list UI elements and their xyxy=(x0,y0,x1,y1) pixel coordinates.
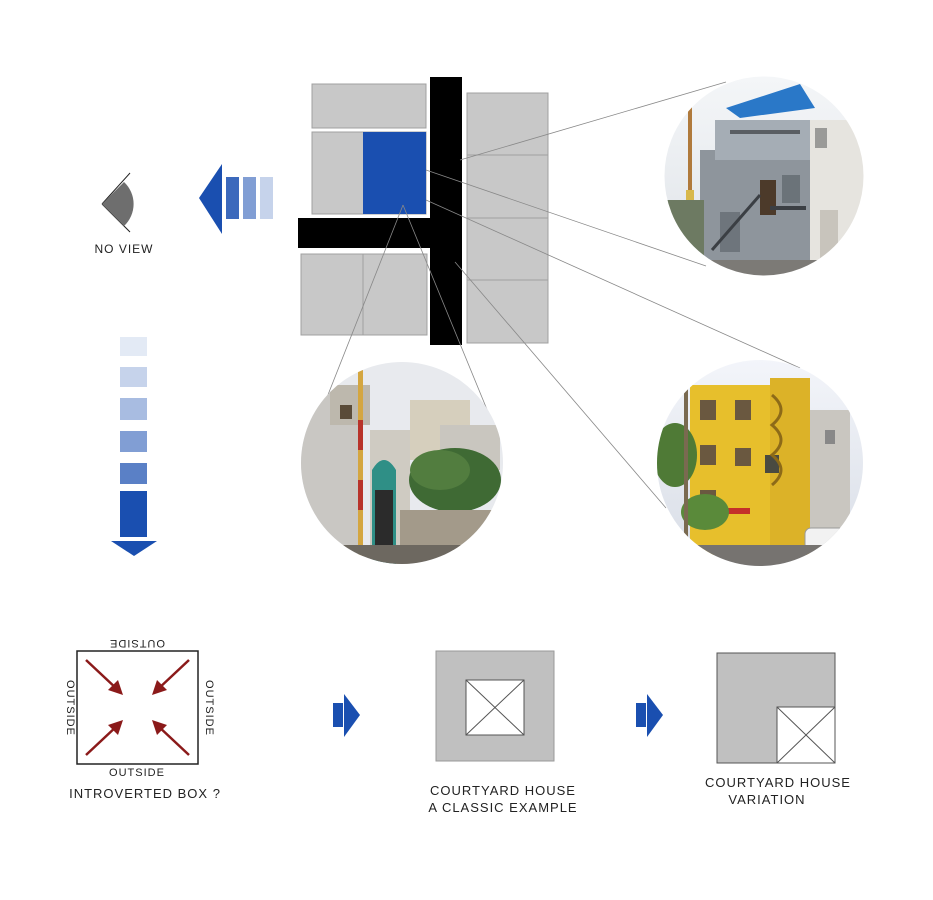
next-arrow-icon xyxy=(333,694,360,737)
courtyard-variation-label-1: COURTYARD HOUSE xyxy=(705,775,851,790)
eye-icon xyxy=(101,172,134,233)
plot-bottom-left-a xyxy=(300,253,364,336)
courtyard-classic-diagram xyxy=(435,650,555,762)
plot-right-4 xyxy=(466,279,549,344)
highlighted-plot xyxy=(363,132,426,214)
courtyard-classic-label-2: A CLASSIC EXAMPLE xyxy=(428,800,577,815)
courtyard-variation-label-2: VARIATION xyxy=(728,792,805,807)
plot-bottom-left-b xyxy=(362,253,428,336)
outside-left-label: OUTSIDE xyxy=(64,680,76,736)
outside-top-label: OUTSIDE xyxy=(109,637,165,649)
site-plan xyxy=(298,77,549,345)
plot-top-left xyxy=(311,83,427,129)
no-view-label: NO VIEW xyxy=(94,242,153,256)
down-arrow-icon xyxy=(111,337,157,556)
introverted-box-label: INTROVERTED BOX ? xyxy=(69,786,221,801)
photo-yellow-apartment xyxy=(657,360,863,566)
plot-right-2 xyxy=(466,154,549,219)
introverted-box xyxy=(76,650,199,765)
road-horizontal xyxy=(298,218,440,248)
road-vertical xyxy=(430,77,462,345)
plot-right-1 xyxy=(466,92,549,156)
left-arrow-icon xyxy=(199,164,273,234)
outside-right-label: OUTSIDE xyxy=(203,680,215,736)
courtyard-variation-diagram xyxy=(716,652,836,764)
photo-narrow-street-house xyxy=(301,362,503,564)
next-arrow-icon-2 xyxy=(636,694,663,737)
photo-gray-apartment xyxy=(664,76,864,276)
view-lines xyxy=(319,81,801,509)
outside-bottom-label: OUTSIDE xyxy=(109,767,165,779)
courtyard-classic-label-1: COURTYARD HOUSE xyxy=(430,783,576,798)
